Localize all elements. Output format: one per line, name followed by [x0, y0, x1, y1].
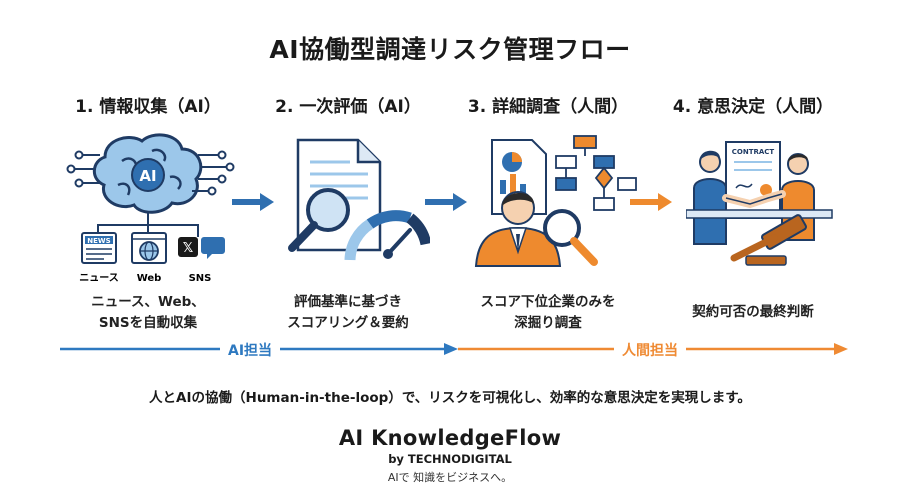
flowchart-icon — [555, 135, 637, 211]
step-2-description: 評価基準に基づき スコアリング＆要約 — [238, 292, 458, 334]
scoring-illustration — [288, 138, 430, 261]
arrow-icon — [232, 193, 274, 211]
ai-band-label: AI担当 — [220, 340, 281, 360]
report-document-icon — [491, 139, 547, 215]
x-logo: 𝕏 — [183, 241, 194, 256]
businessman-blue-icon — [693, 150, 727, 245]
decision-illustration: CONTRACT — [686, 141, 833, 266]
brain-ai-label: AI — [139, 167, 156, 185]
step-3-description: スコア下位企業のみを 深掘り調査 — [438, 292, 658, 334]
circuit-nodes — [66, 150, 235, 196]
arrow-icon — [425, 193, 467, 211]
magnifier-icon — [288, 188, 350, 252]
step-4-desc-line1: 契約可否の最終判断 — [692, 304, 814, 320]
tagline: 人とAIの協働（Human-in-the-loop）で、リスクを可視化し、効率的… — [149, 390, 751, 406]
news-label: ニュース — [79, 272, 119, 284]
analyst-icon — [474, 191, 562, 267]
magnifier-icon — [543, 209, 598, 266]
step-1-title: 1. 情報収集（AI） — [75, 97, 221, 117]
handshake-icon — [722, 190, 786, 209]
news-icon: NEWS — [81, 232, 117, 264]
step-1-desc-line1: ニュース、Web、 — [91, 294, 205, 310]
circuit-lines — [74, 154, 228, 237]
info-gathering-illustration: AI NEWS 𝕏 ニュース Web SNS — [66, 133, 235, 284]
step-4-title: 4. 意思決定（人間） — [672, 97, 834, 117]
step-4-description: 契約可否の最終判断 — [643, 302, 863, 323]
brand-byline: by TECHNODIGITAL — [388, 452, 512, 466]
web-icon — [131, 232, 167, 264]
human-band-label: 人間担当 — [614, 340, 686, 360]
gauge-icon — [344, 210, 430, 261]
contract-label: CONTRACT — [732, 148, 775, 156]
step-3-desc-line2: 深掘り調査 — [514, 315, 582, 331]
ai-brain-icon: AI — [92, 133, 203, 214]
brand-slogan: AIで 知識をビジネスへ。 — [387, 471, 513, 484]
step-3-title: 3. 詳細調査（人間） — [467, 97, 629, 117]
brand-name: AI KnowledgeFlow — [338, 426, 562, 450]
arrow-icon — [630, 193, 672, 211]
step-2-desc-line1: 評価基準に基づき — [294, 294, 402, 310]
step-3-desc-line1: スコア下位企業のみを — [480, 294, 616, 310]
sns-icon: 𝕏 — [178, 237, 225, 259]
page-title: AI協働型調達リスク管理フロー — [269, 35, 631, 64]
desk-icon — [686, 209, 833, 219]
sns-label: SNS — [189, 273, 212, 284]
investigation-illustration — [474, 135, 637, 267]
news-box-label: NEWS — [87, 237, 110, 245]
gavel-icon — [730, 214, 807, 266]
step-2-desc-line2: スコアリング＆要約 — [287, 315, 409, 331]
step-1-desc-line2: SNSを自動収集 — [98, 315, 198, 331]
step-2-title: 2. 一次評価（AI） — [275, 97, 421, 117]
web-label: Web — [137, 273, 162, 284]
step-1-description: ニュース、Web、 SNSを自動収集 — [38, 292, 258, 334]
